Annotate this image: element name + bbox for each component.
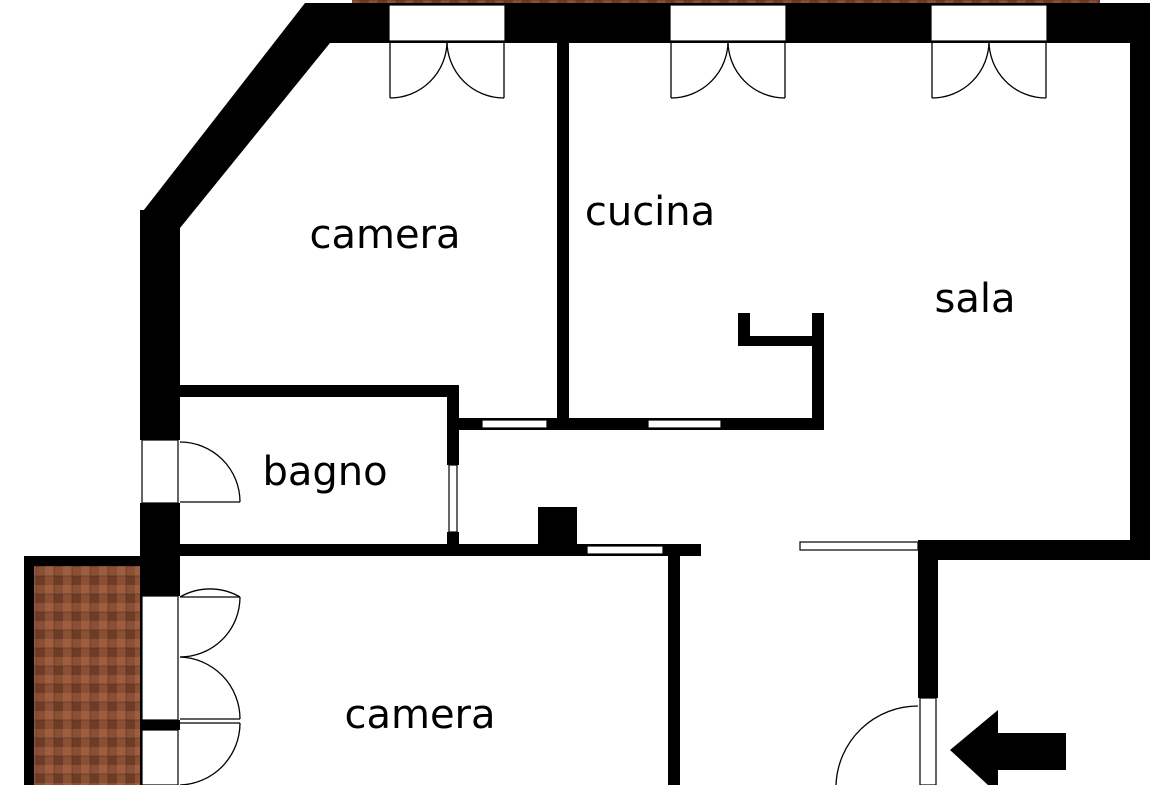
room-label-cucina: cucina [585, 189, 715, 235]
room-label-bagno: bagno [262, 449, 387, 495]
outer-walls [140, 3, 1150, 730]
interior-walls [180, 43, 824, 785]
room-label-camera-top: camera [309, 212, 460, 258]
entrance-arrow-icon [950, 710, 1066, 785]
room-label-camera-bottom: camera [344, 692, 495, 738]
room-label-sala: sala [935, 276, 1016, 322]
terrace-top [352, 0, 1100, 5]
openings [141, 4, 1048, 785]
doors [179, 40, 1047, 785]
balcony-left [24, 556, 142, 785]
